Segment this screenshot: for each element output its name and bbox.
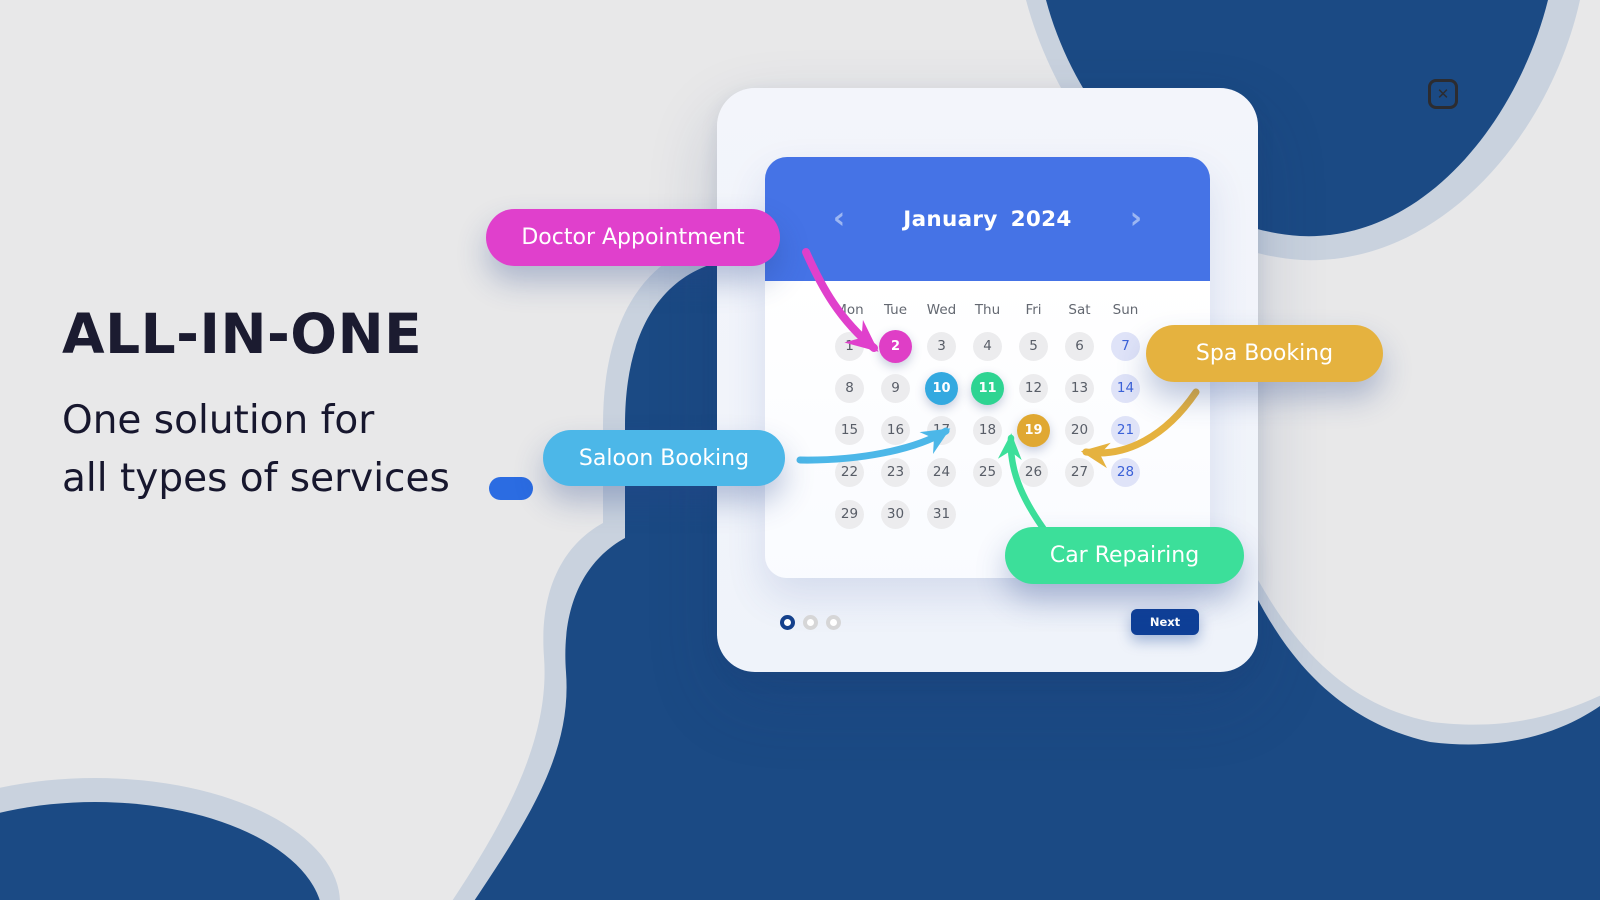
day-cell-17[interactable]: 17	[919, 409, 965, 451]
pagination-dot-2[interactable]	[803, 615, 818, 630]
weekday-label: Sat	[1068, 302, 1091, 318]
day-number: 11	[971, 371, 1004, 405]
page-subtitle-line2: all types of services	[62, 456, 450, 501]
month-year-label: January 2024	[903, 207, 1071, 232]
day-number: 2	[879, 329, 912, 363]
day-number: 27	[1065, 457, 1094, 487]
day-cell-1[interactable]: 1	[827, 325, 873, 367]
day-cell-11[interactable]: 11	[965, 367, 1011, 409]
day-number: 12	[1019, 373, 1048, 403]
weekday-label: Fri	[1025, 302, 1042, 318]
day-number: 24	[927, 457, 956, 487]
day-cell-31[interactable]: 31	[919, 493, 965, 535]
day-cell-9[interactable]: 9	[873, 367, 919, 409]
day-cell-23[interactable]: 23	[873, 451, 919, 493]
day-number: 15	[835, 415, 864, 445]
calendar-header: ‹ January 2024 ›	[765, 157, 1210, 281]
weekday-label: Wed	[926, 302, 957, 318]
day-cell-6[interactable]: 6	[1057, 325, 1103, 367]
close-button[interactable]: ✕	[1428, 79, 1458, 109]
pagination-dot-3[interactable]	[826, 615, 841, 630]
day-number: 8	[835, 373, 864, 403]
day-cell-12[interactable]: 12	[1011, 367, 1057, 409]
day-number: 23	[881, 457, 910, 487]
day-cell-28[interactable]: 28	[1103, 451, 1149, 493]
day-cell-7[interactable]: 7	[1103, 325, 1149, 367]
day-cell-3[interactable]: 3	[919, 325, 965, 367]
day-number: 13	[1065, 373, 1094, 403]
day-number: 30	[881, 499, 910, 529]
weekday-label: Tue	[883, 302, 908, 318]
day-number: 17	[927, 415, 956, 445]
day-number: 21	[1111, 415, 1140, 445]
day-number: 26	[1019, 457, 1048, 487]
day-cell-10[interactable]: 10	[919, 367, 965, 409]
page-title: ALL-IN-ONE	[62, 302, 423, 366]
page-subtitle-line1: One solution for	[62, 398, 375, 443]
weekday-label: Sun	[1112, 302, 1139, 318]
day-number: 28	[1111, 457, 1140, 487]
day-cell-15[interactable]: 15	[827, 409, 873, 451]
month-label: January	[903, 206, 998, 232]
prev-month-button[interactable]: ‹	[827, 204, 851, 234]
day-cell-19[interactable]: 19	[1011, 409, 1057, 451]
day-cell-27[interactable]: 27	[1057, 451, 1103, 493]
weekday-row: Mon Tue Wed Thu Fri Sat Sun	[827, 295, 1149, 325]
next-button[interactable]: Next	[1131, 609, 1199, 635]
day-cell-18[interactable]: 18	[965, 409, 1011, 451]
day-number: 29	[835, 499, 864, 529]
day-number: 1	[835, 331, 864, 361]
day-number: 19	[1017, 413, 1050, 447]
day-number: 31	[927, 499, 956, 529]
pagination-dot-1[interactable]	[780, 615, 795, 630]
accent-dash	[489, 477, 533, 500]
day-cell-14[interactable]: 14	[1103, 367, 1149, 409]
day-number: 5	[1019, 331, 1048, 361]
day-cell-5[interactable]: 5	[1011, 325, 1057, 367]
day-number: 10	[925, 371, 958, 405]
weekday-label: Mon	[835, 302, 864, 318]
day-number: 6	[1065, 331, 1094, 361]
day-number: 22	[835, 457, 864, 487]
day-cell-16[interactable]: 16	[873, 409, 919, 451]
day-cell-4[interactable]: 4	[965, 325, 1011, 367]
day-number: 14	[1111, 373, 1140, 403]
day-cell-29[interactable]: 29	[827, 493, 873, 535]
saloon-booking-pill[interactable]: Saloon Booking	[543, 430, 785, 486]
close-icon: ✕	[1436, 84, 1450, 103]
day-number: 18	[973, 415, 1002, 445]
day-number: 3	[927, 331, 956, 361]
next-month-button[interactable]: ›	[1124, 204, 1148, 234]
day-number: 4	[973, 331, 1002, 361]
spa-booking-pill[interactable]: Spa Booking	[1146, 325, 1383, 382]
day-cell-2[interactable]: 2	[873, 325, 919, 367]
day-cell-24[interactable]: 24	[919, 451, 965, 493]
day-cell-13[interactable]: 13	[1057, 367, 1103, 409]
day-number: 25	[973, 457, 1002, 487]
day-cell-21[interactable]: 21	[1103, 409, 1149, 451]
day-cell-25[interactable]: 25	[965, 451, 1011, 493]
day-number: 16	[881, 415, 910, 445]
bottom-left-navy-blob	[0, 802, 320, 900]
day-cell-22[interactable]: 22	[827, 451, 873, 493]
pagination-dots	[780, 615, 841, 630]
year-label: 2024	[1010, 206, 1072, 232]
day-cell-8[interactable]: 8	[827, 367, 873, 409]
day-number: 9	[881, 373, 910, 403]
day-cell-26[interactable]: 26	[1011, 451, 1057, 493]
day-cell-20[interactable]: 20	[1057, 409, 1103, 451]
day-number: 20	[1065, 415, 1094, 445]
car-repairing-pill[interactable]: Car Repairing	[1005, 527, 1244, 584]
weekday-label: Thu	[974, 302, 1001, 318]
day-number: 7	[1111, 331, 1140, 361]
doctor-appointment-pill[interactable]: Doctor Appointment	[486, 209, 780, 266]
day-cell-30[interactable]: 30	[873, 493, 919, 535]
